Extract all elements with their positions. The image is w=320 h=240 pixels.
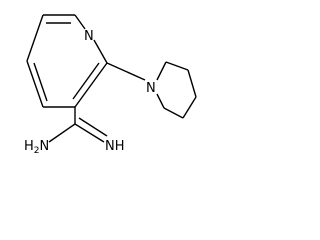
- bond-amidine-c-nh-2: [78, 117, 108, 137]
- piperidine-nitrogen-label: N: [146, 81, 156, 96]
- bond-cc-cd: [182, 96, 197, 119]
- double-bond-inner-right: [72, 62, 100, 100]
- bond-c4-c5: [26, 60, 44, 108]
- bond-n1-c2: [93, 39, 108, 64]
- double-bond-inner-left: [33, 62, 48, 102]
- amine-n: N: [40, 139, 50, 154]
- bond-amidine-c-nh2: [48, 123, 76, 143]
- bond-ce-pn: [156, 93, 165, 109]
- bond-amidine-c-nh-1: [74, 123, 105, 143]
- bond-c6-n1: [74, 14, 86, 30]
- piperidine-ring: [156, 61, 197, 119]
- bond-c2-piperidine-n: [106, 62, 146, 81]
- bond-ca-cb: [165, 61, 189, 71]
- imine-label: NH: [105, 139, 125, 154]
- amine-label: H2N: [24, 139, 49, 154]
- amine-h-count: 2: [34, 146, 40, 154]
- bond-pn-ca: [156, 61, 167, 81]
- bond-c2-c3: [74, 62, 108, 108]
- bond-c5-c6-top: [26, 14, 44, 62]
- pyridine-nitrogen-label: N: [84, 29, 94, 44]
- amine-h: H: [24, 139, 34, 154]
- bond-cb-cc: [187, 69, 197, 98]
- structure-drawing: N N H2N NH: [24, 14, 197, 154]
- pyridine-ring: [26, 14, 108, 108]
- bond-cd-ce: [163, 107, 184, 119]
- structure-canvas: N N H2N NH: [0, 0, 199, 154]
